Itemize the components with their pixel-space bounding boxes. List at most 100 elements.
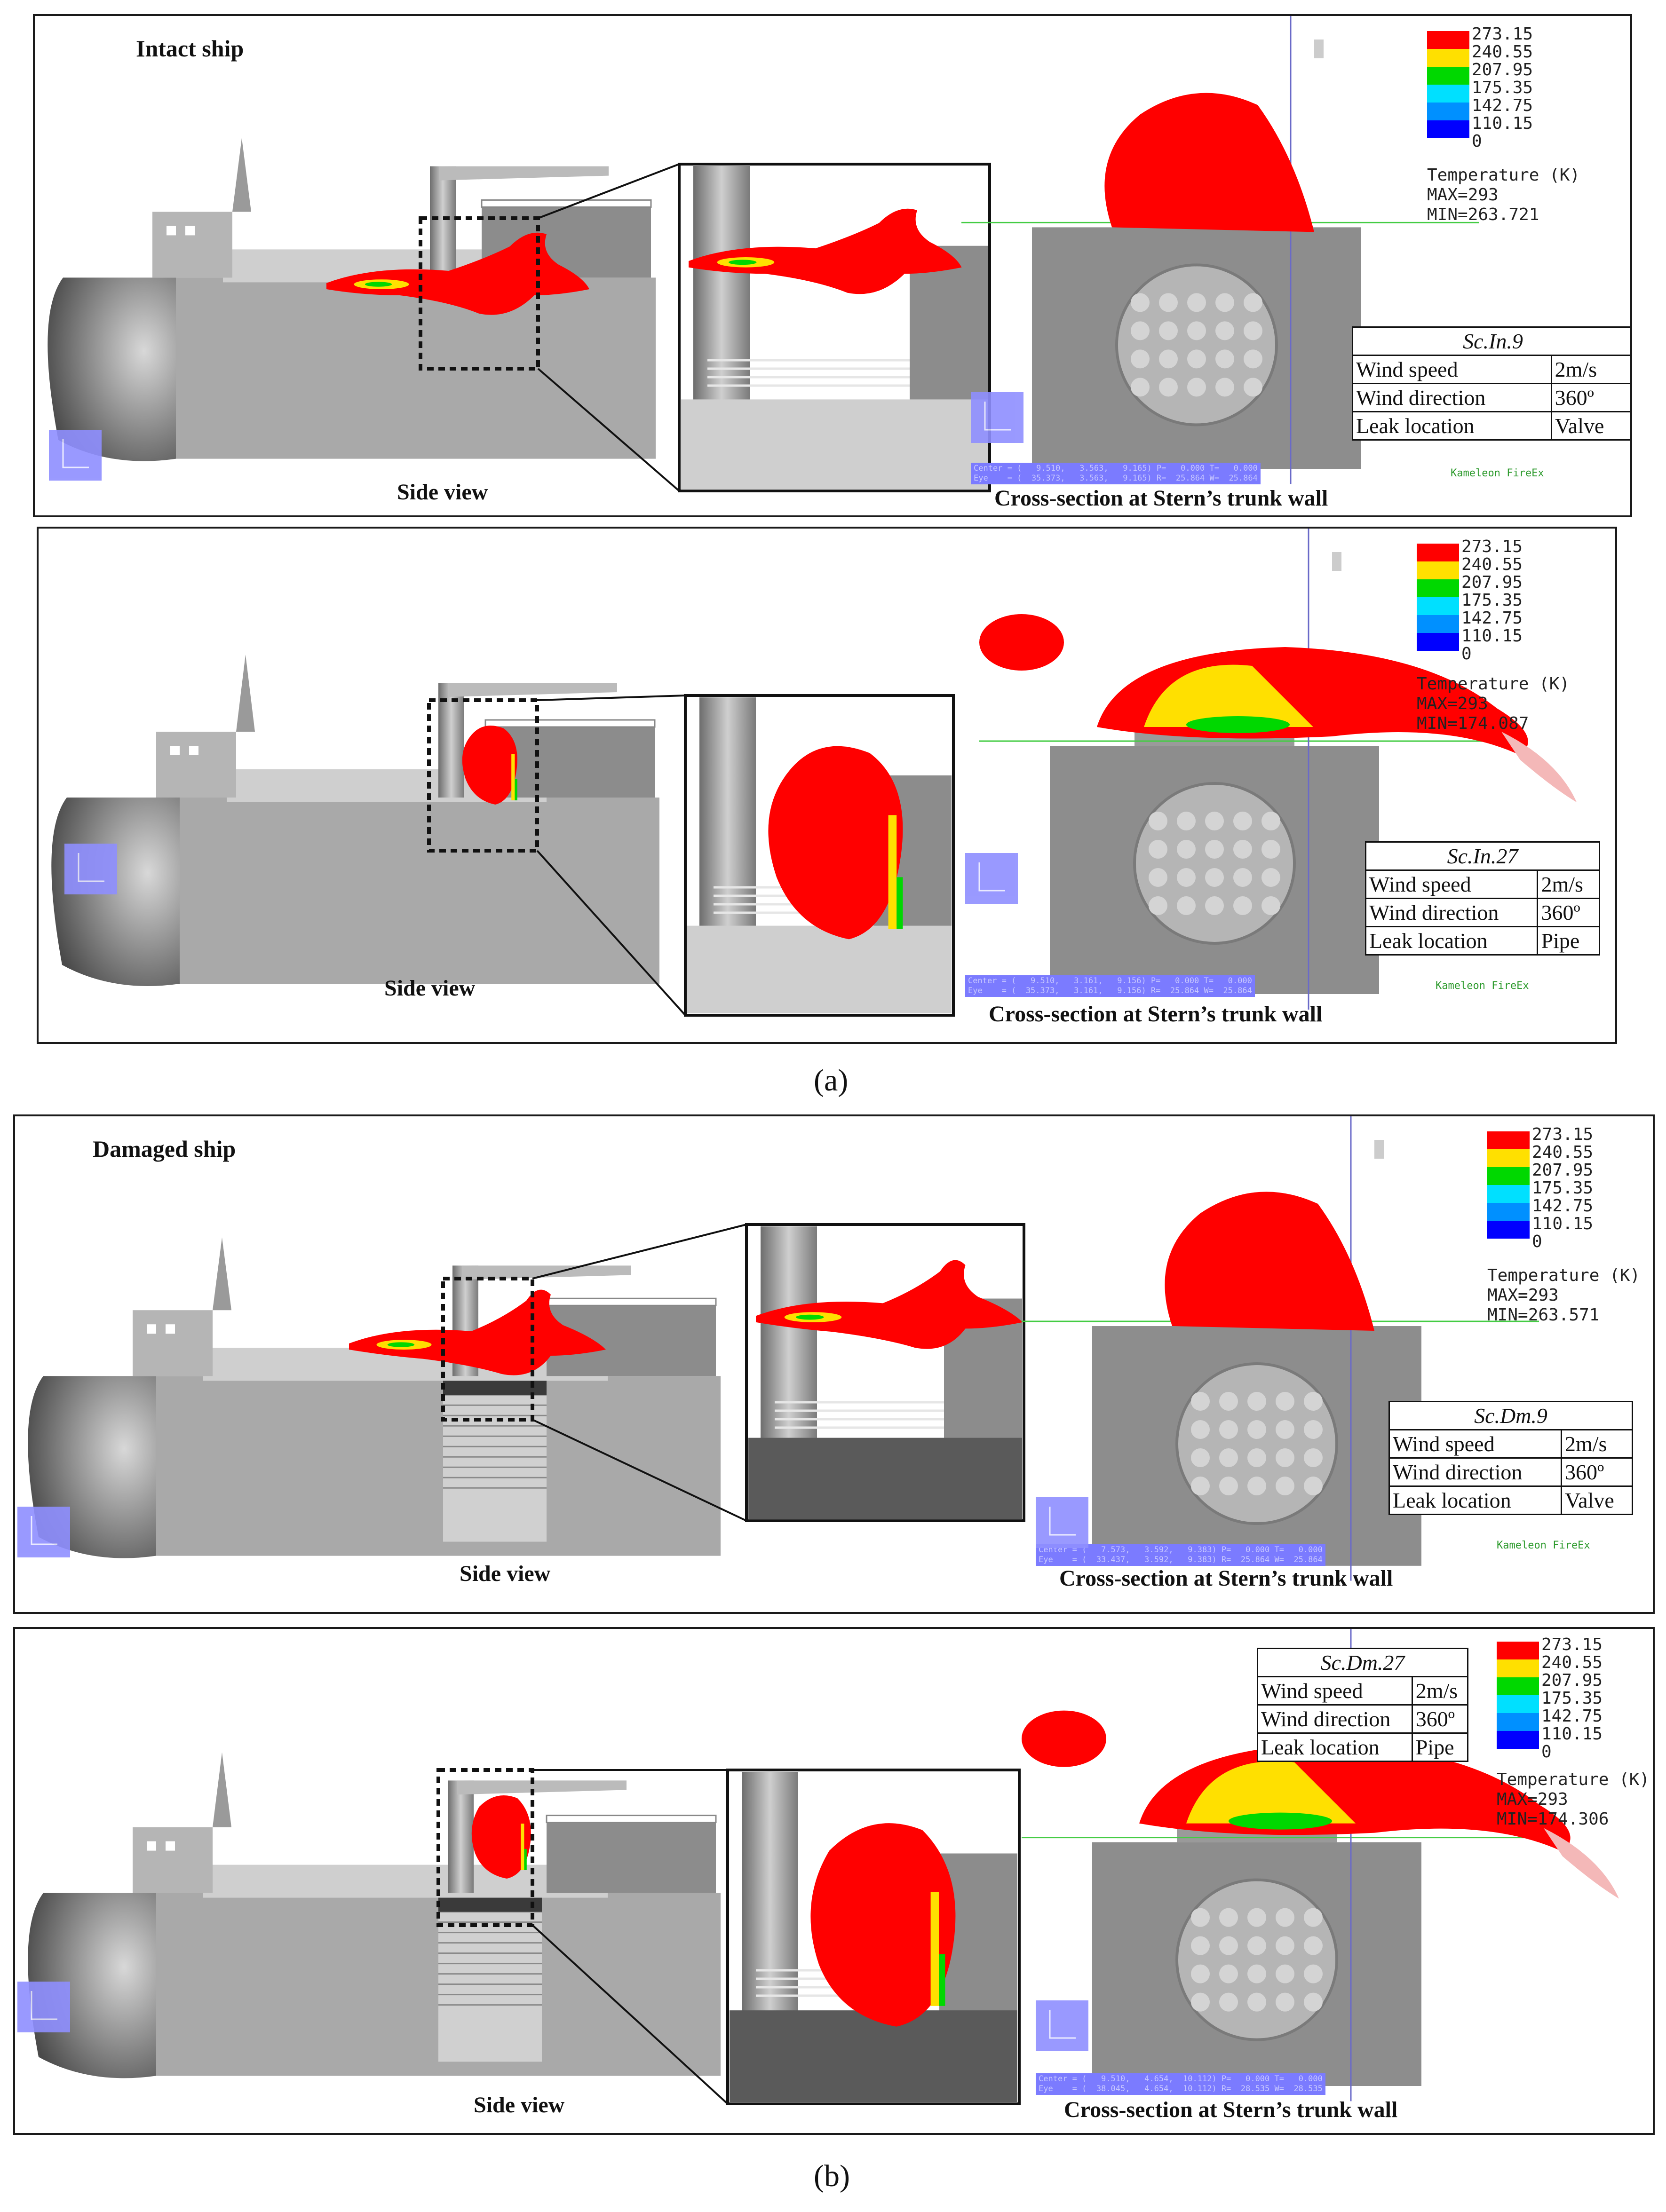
legend-level: 0 [1532,1232,1542,1251]
temperature-max: MAX=293 [1497,1790,1568,1809]
legend-level: 207.95 [1532,1161,1594,1180]
plume-green-zone [896,877,903,929]
scenario-id: Sc.In.27 [1365,841,1600,871]
axis-triad-side-icon [17,1982,70,2032]
plume-green-zone [524,1849,527,1870]
legend-level: 273.15 [1472,24,1533,44]
axis-triad-cross-icon [971,392,1023,443]
hull-body [180,798,659,984]
legend-swatch [1417,597,1459,615]
engine-room-hatch [1115,263,1278,427]
scenario-param: Leak location [1388,1485,1563,1515]
legend-level: 142.75 [1472,96,1533,115]
plume-green-zone [796,1314,824,1320]
scenario-param: Leak location [1365,926,1539,956]
cross-fire-plume [1104,93,1314,232]
axis-triad-side-icon [17,1507,70,1557]
legend-swatch [1427,31,1469,49]
sublabel-b: (b) [814,2159,850,2193]
legend-level: 0 [1461,644,1472,664]
axis-triad-cross-icon [1036,1497,1088,1548]
cross-section-caption: Cross-section at Stern’s trunk wall [994,486,1328,511]
legend-level: 110.15 [1532,1214,1594,1233]
software-label: Kameleon FireEx [1497,1540,1590,1551]
plume-green-zone [939,1954,945,2006]
camera-eye: Eye = ( 35.373, 3.161, 9.156) R= 25.864 … [968,986,1252,995]
forecastle [133,1310,213,1376]
zoom-inset [684,694,955,1017]
legend-level: 175.35 [1541,1689,1603,1708]
legend-level: 110.15 [1461,626,1523,646]
scenario-value: Pipe [1411,1732,1469,1762]
ship-side-view [28,1752,721,2078]
side-view-caption: Side view [474,2093,565,2117]
legend-swatch [1487,1149,1530,1167]
cross-yellow-zone [1144,664,1313,727]
legend-level: 0 [1472,132,1482,151]
scenario-param: Wind speed [1388,1429,1563,1459]
scenario-id: Sc.Dm.27 [1257,1648,1468,1677]
side-view-caption: Side view [397,480,488,505]
scene-graphic [51,529,1577,1017]
temperature-min: MIN=263.571 [1487,1305,1600,1325]
cross-section-caption: Cross-section at Stern’s trunk wall [1059,1566,1393,1591]
side-view-caption: Side view [460,1561,551,1586]
panel-title: Damaged ship [93,1136,236,1162]
legend-swatch [1497,1642,1539,1659]
cross-section-view [979,529,1577,1010]
forecastle [152,212,232,278]
temperature-min: MIN=174.087 [1417,714,1529,733]
legend-swatch [1427,67,1469,85]
legend-swatch [1487,1131,1530,1149]
scenario-value: Pipe [1537,926,1600,956]
scenario-value: Valve [1550,411,1630,441]
scenario-param: Wind speed [1352,355,1552,384]
axis-triad-cross-icon [965,853,1018,904]
engine-room-hatch [1175,1878,1338,2041]
aft-superstructure [547,1822,716,1893]
temperature-label: Temperature (K) [1417,674,1570,694]
scenario-param: Leak location [1257,1732,1413,1762]
damage-opening [438,1902,542,2062]
legend-level: 273.15 [1461,537,1523,556]
scenario-value: 2m/s [1537,869,1600,899]
plume-yellow-zone [888,815,897,929]
temperature-label: Temperature (K) [1427,166,1580,185]
camera-readout: Center = ( 7.573, 3.592, 9.383) P= 0.000… [1036,1544,1325,1566]
engine-room-hatch [1133,782,1296,945]
forecastle [156,732,236,798]
bow-hull [48,277,176,461]
zoom-region-marker [441,1277,534,1422]
cross-detached-plume [979,614,1064,671]
legend-swatch [1417,633,1459,651]
legend-swatch [1497,1677,1539,1695]
legend-level: 273.15 [1532,1125,1594,1144]
plume-green-zone [729,260,757,265]
engine-room-hatch [1175,1362,1338,1525]
legend-level: 142.75 [1541,1706,1603,1726]
cross-dispersed-plume [1501,732,1577,802]
scenario-id: Sc.In.9 [1352,326,1630,356]
fire-plume [810,1823,956,2027]
scenario-param: Wind speed [1257,1676,1413,1706]
legend-swatch [1417,561,1459,579]
legend-swatch [1487,1221,1530,1239]
temperature-min: MIN=174.306 [1497,1809,1609,1829]
scenario-value: 360º [1550,383,1630,412]
scene-graphic [28,1629,1619,2105]
plume-yellow-zone [930,1892,939,2006]
